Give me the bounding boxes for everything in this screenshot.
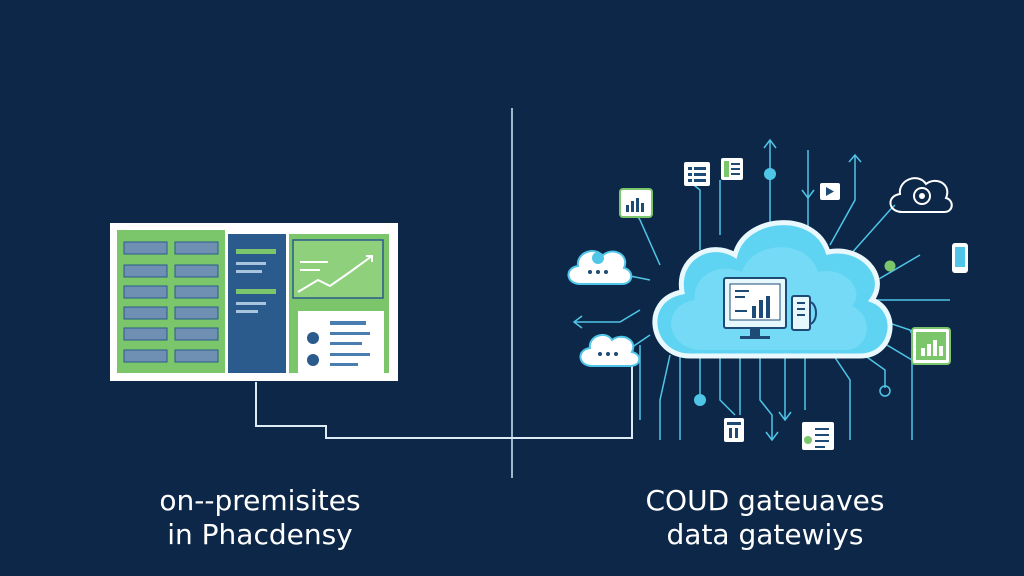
trash-icon — [724, 418, 744, 442]
on-premises-caption: on--premisites in Phacdensy — [130, 484, 390, 552]
network-nodes — [694, 168, 896, 406]
phone-icon — [952, 243, 968, 273]
table-grid-icon — [123, 241, 219, 363]
play-icon — [820, 183, 840, 200]
connector-line — [255, 360, 633, 439]
bar-chart-icon — [619, 188, 653, 218]
list-icon — [684, 162, 710, 186]
checklist-icon — [802, 422, 834, 450]
on-premises-panel — [110, 223, 398, 381]
small-cloud-icon — [579, 333, 641, 367]
bar-chart-icon — [911, 327, 951, 365]
cloud-gateway-caption: COUD gateuaves data gatewiys — [620, 484, 910, 552]
chart-icon — [292, 239, 384, 299]
monitor-icon — [723, 277, 817, 339]
cloud-sync-icon — [889, 177, 953, 213]
cloud-gateway-caption-line2: data gatewiys — [666, 518, 864, 551]
gear-icon — [307, 332, 319, 366]
on-premises-caption-line1: on--premisites — [159, 484, 361, 517]
document-icon — [721, 158, 743, 180]
cloud-gateway-caption-line1: COUD gateuaves — [645, 484, 885, 517]
small-cloud-icon — [567, 250, 633, 285]
on-premises-caption-line2: in Phacdensy — [167, 518, 353, 551]
